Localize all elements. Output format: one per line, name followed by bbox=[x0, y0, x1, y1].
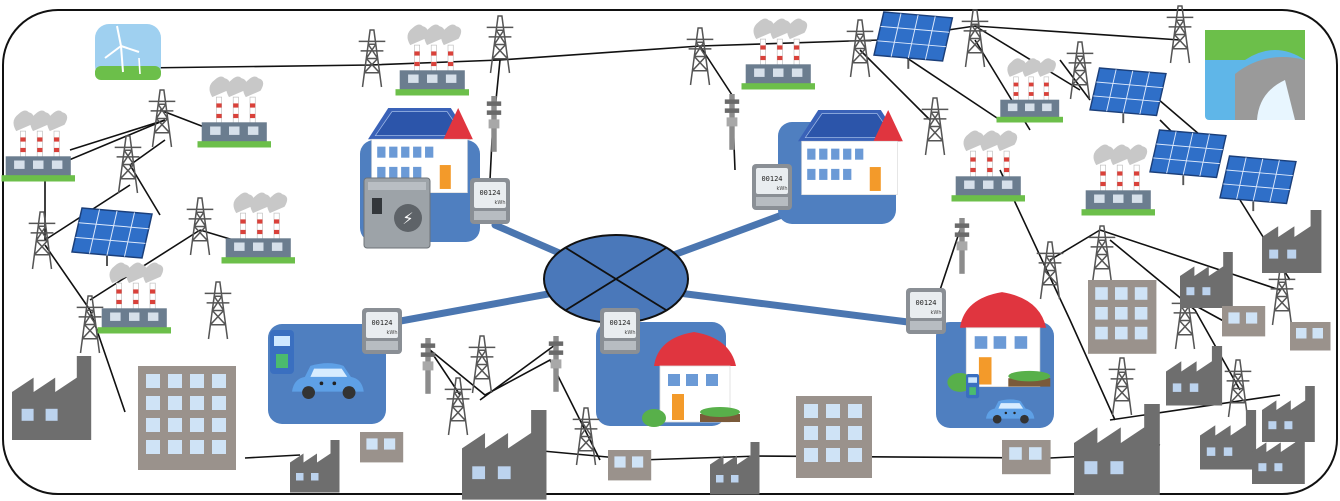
factory-icon bbox=[1252, 428, 1305, 484]
electric-vehicle-icon bbox=[292, 363, 364, 399]
transmission-tower-icon bbox=[1166, 5, 1194, 64]
meter-reading: 00124 bbox=[609, 319, 630, 327]
utility-pole-icon bbox=[954, 218, 970, 274]
wind-turbine-icon bbox=[95, 24, 161, 80]
transmission-tower-icon bbox=[1224, 359, 1252, 418]
transmission-tower-icon bbox=[961, 9, 989, 68]
smart-meter-1: 00124 kWh bbox=[470, 178, 510, 224]
house-icon bbox=[642, 332, 740, 427]
transmission-tower-icon bbox=[486, 15, 514, 74]
power-plant-icon bbox=[1081, 144, 1155, 216]
transmission-tower-icon bbox=[76, 295, 104, 354]
factory-icon bbox=[1262, 386, 1315, 442]
house-with-solar-icon bbox=[798, 110, 903, 196]
meter-unit: kWh bbox=[776, 186, 787, 192]
power-plant-icon bbox=[221, 192, 295, 264]
office-building-icon bbox=[796, 396, 872, 478]
meter-reading: 00124 bbox=[915, 299, 936, 307]
utility-pole-icon bbox=[486, 96, 502, 152]
office-building-icon bbox=[1222, 306, 1266, 337]
factory-icon bbox=[462, 410, 547, 500]
transmission-tower-icon bbox=[921, 97, 949, 156]
transmission-tower-icon bbox=[204, 281, 232, 340]
transmission-tower-icon bbox=[1066, 41, 1094, 100]
power-plant-icon bbox=[197, 76, 271, 148]
transmission-tower-icon bbox=[1088, 225, 1116, 284]
power-plant-icon bbox=[97, 262, 171, 334]
transmission-tower-icon bbox=[1268, 267, 1296, 326]
transmission-tower-icon bbox=[28, 211, 56, 270]
factory-icon bbox=[710, 442, 760, 495]
office-building-icon bbox=[1088, 280, 1157, 354]
hydro-dam-icon bbox=[1205, 30, 1305, 120]
meter-unit: kWh bbox=[930, 310, 941, 316]
transmission-tower-icon bbox=[114, 135, 142, 194]
meter-unit: kWh bbox=[386, 330, 397, 336]
outer-frame bbox=[2, 9, 1338, 495]
storage-battery-icon: ⚡ bbox=[363, 177, 431, 249]
utility-pole-icon bbox=[548, 336, 564, 392]
smart-meter-4: 00124 kWh bbox=[600, 308, 640, 354]
smart-meter-2: 00124 kWh bbox=[752, 164, 792, 210]
factory-icon bbox=[1200, 410, 1257, 470]
transmission-tower-icon bbox=[444, 377, 472, 436]
power-plant-icon bbox=[741, 18, 815, 90]
transmission-tower-icon bbox=[572, 407, 600, 466]
ev-charger-icon bbox=[270, 330, 294, 374]
meter-reading: 00124 bbox=[761, 175, 782, 183]
transmission-tower-icon bbox=[846, 19, 874, 78]
transmission-tower-icon bbox=[468, 335, 496, 394]
power-plant-icon bbox=[395, 24, 469, 96]
meter-reading: 00124 bbox=[371, 319, 392, 327]
solar-panel-icon bbox=[873, 11, 954, 69]
factory-icon bbox=[12, 356, 92, 440]
utility-pole-icon bbox=[724, 94, 740, 150]
meter-unit: kWh bbox=[494, 200, 505, 206]
factory-icon bbox=[1180, 252, 1233, 308]
meter-reading: 00124 bbox=[479, 189, 500, 197]
office-building-icon bbox=[1002, 440, 1051, 475]
power-plant-icon bbox=[996, 58, 1063, 123]
electric-vehicle-icon bbox=[986, 399, 1035, 424]
factory-icon bbox=[1074, 404, 1160, 495]
charger-bolt: ⚡ bbox=[402, 209, 413, 228]
office-building-icon bbox=[608, 450, 652, 481]
smart-meter-3: 00124 kWh bbox=[362, 308, 402, 354]
solar-panel-icon bbox=[1149, 129, 1227, 186]
transmission-tower-icon bbox=[1036, 241, 1064, 300]
meter-unit: kWh bbox=[624, 330, 635, 336]
transmission-tower-icon bbox=[358, 29, 386, 88]
solar-panel-icon bbox=[1089, 67, 1167, 124]
transmission-tower-icon bbox=[686, 27, 714, 86]
transmission-tower-icon bbox=[148, 89, 176, 148]
factory-icon bbox=[1166, 346, 1223, 406]
ev-charger-icon bbox=[966, 374, 980, 399]
power-plant-icon bbox=[951, 130, 1025, 202]
power-plant-icon bbox=[1, 110, 76, 182]
solar-panel-icon bbox=[1219, 155, 1297, 212]
transmission-tower-icon bbox=[186, 197, 214, 256]
factory-icon bbox=[290, 440, 340, 493]
office-building-icon bbox=[360, 432, 404, 463]
utility-pole-icon bbox=[420, 338, 436, 394]
house-icon bbox=[947, 292, 1051, 392]
office-building-icon bbox=[1290, 322, 1331, 351]
office-building-icon bbox=[138, 366, 236, 470]
smart-meter-5: 00124 kWh bbox=[906, 288, 946, 334]
factory-icon bbox=[1262, 210, 1322, 273]
transmission-tower-icon bbox=[1108, 357, 1136, 416]
solar-panel-icon bbox=[71, 207, 153, 266]
power-lines bbox=[44, 25, 1291, 461]
